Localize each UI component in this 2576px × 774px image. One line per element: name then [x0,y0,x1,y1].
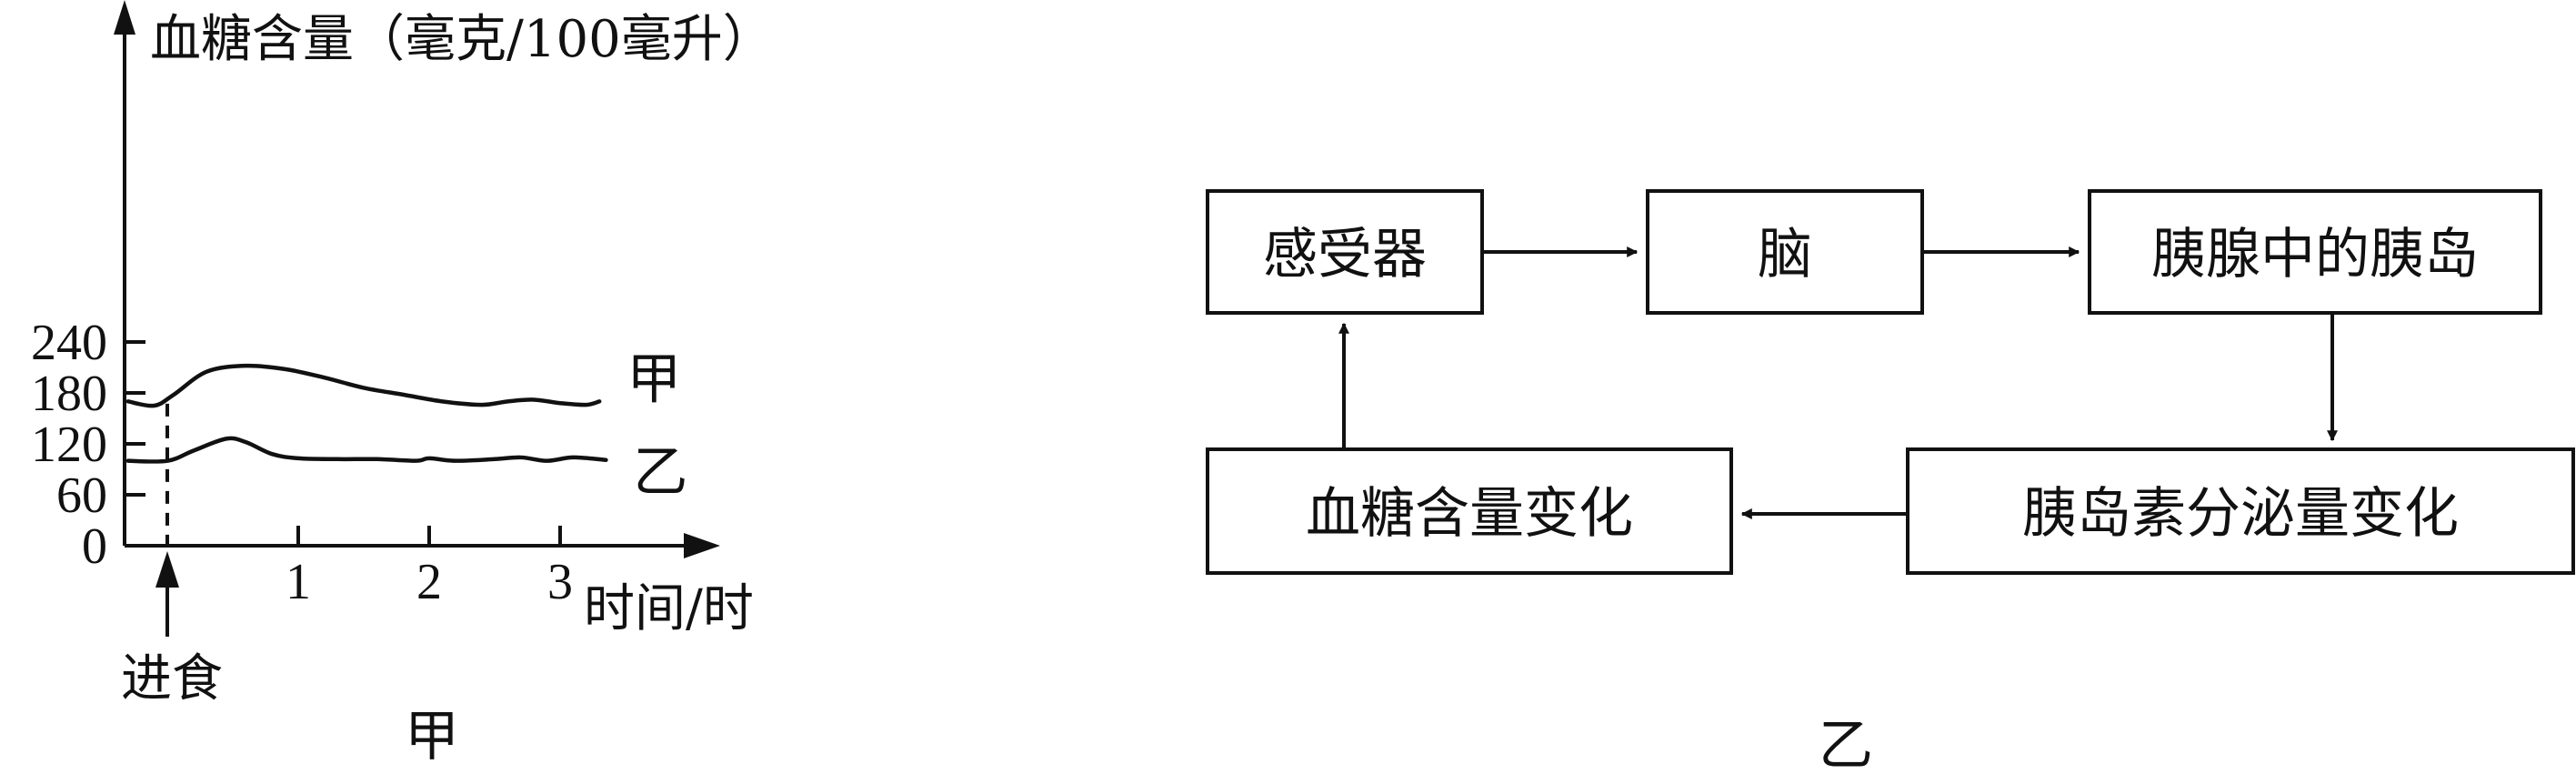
glucose-change-box [1206,447,1733,575]
y-tick-label: 60 [56,467,107,524]
brain-box [1646,189,1924,315]
y-tick-label: 240 [31,315,107,371]
x-axis-label: 时间/时 [584,579,754,638]
y-tick-label: 180 [31,366,107,422]
x-tick-label: 1 [286,554,311,610]
series-label-jia: 甲 [626,347,681,411]
x-axis-arrowhead [684,533,720,558]
secretion-box [1906,447,2575,575]
x-tick-label: 2 [416,554,442,610]
series-line-yi [125,436,608,464]
y-tick-label: 0 [82,518,107,575]
x-tick-label: 3 [547,554,573,610]
flow-caption: 乙 [1819,714,1873,774]
islet-label: 胰腺中的胰岛 [2151,223,2479,286]
series-line-jia [125,363,602,408]
chart-caption: 甲 [405,705,459,769]
y-axis-label: 血糖含量（毫克/100毫升） [150,10,774,69]
islet-box [2088,189,2542,315]
glucose-change-label: 血糖含量变化 [1306,482,1633,546]
y-axis-arrowhead [114,0,135,35]
brain-label: 脑 [1758,223,1812,286]
receptor-label: 感受器 [1263,223,1427,286]
x-ticks: 1 2 3 [286,526,573,610]
flowchart-yi: 感受器 脑 胰腺中的胰岛 胰岛素分泌量变化 血糖含量变化 乙 [1206,189,2575,774]
meal-label: 进食 [121,649,223,709]
series-label-yi: 乙 [633,441,687,505]
receptor-box [1206,189,1484,315]
y-tick-label: 120 [31,417,107,473]
series-layer: 甲乙 [125,347,687,505]
secretion-label: 胰岛素分泌量变化 [2022,482,2459,546]
meal-arrowhead [155,551,179,588]
